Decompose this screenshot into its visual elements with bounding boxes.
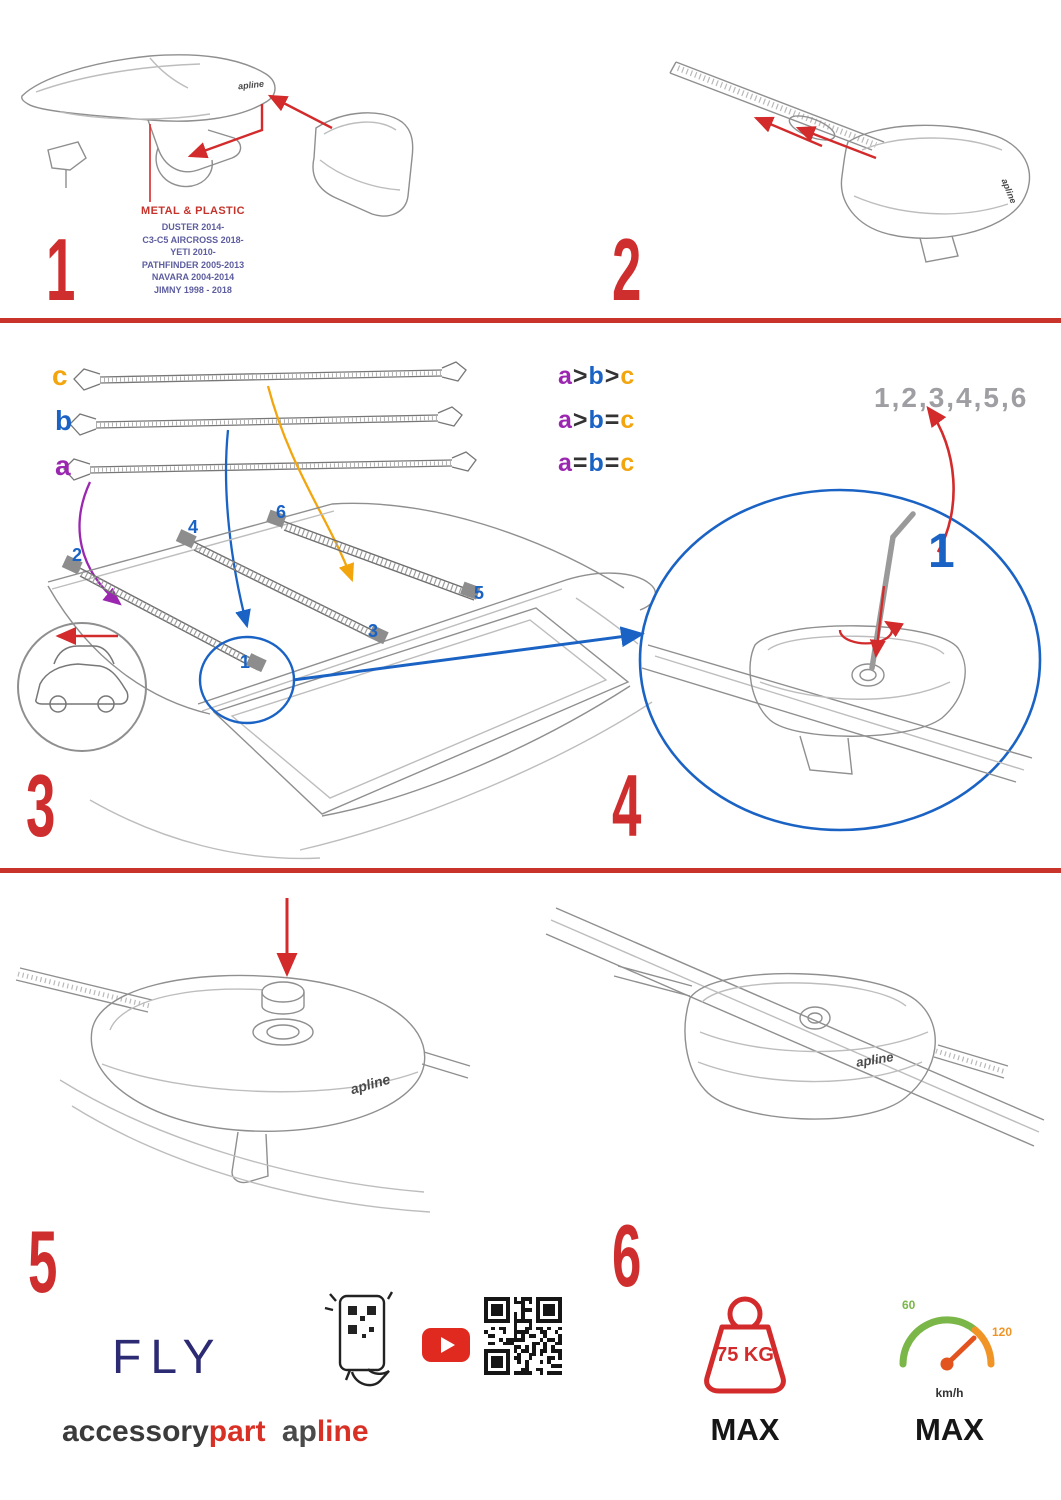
speed-unit: km/h <box>935 1386 964 1400</box>
legend-b: b <box>588 362 605 390</box>
legend-a: a <box>558 362 573 390</box>
highlight-circle <box>198 635 296 725</box>
speed-high-label: 120 <box>992 1325 1013 1339</box>
qr-modules <box>484 1297 562 1375</box>
legend-operator: = <box>604 406 621 434</box>
panel1-arrows <box>149 94 333 202</box>
legend-c: c <box>620 362 636 390</box>
panel3-panel4-drawing <box>17 361 1042 860</box>
brand-ap: ap <box>281 1415 317 1448</box>
max-speed-icon <box>899 1316 995 1371</box>
step-number-3: 3 <box>26 756 55 855</box>
car-direction-inset <box>17 622 147 752</box>
qr-code <box>484 1297 562 1375</box>
section-divider <box>0 868 1061 873</box>
step-number-6: 6 <box>612 1206 641 1305</box>
model-list: DUSTER 2014- C3-C5 AIRCROSS 2018- YETI 2… <box>88 221 298 296</box>
guide-curves <box>78 385 355 629</box>
model-item: PATHFINDER 2005-2013 <box>141 259 245 270</box>
step-number-5: 5 <box>28 1212 57 1311</box>
step-number-4: 4 <box>612 756 641 855</box>
brand-wordmark: accessorypart apline <box>62 1415 369 1449</box>
youtube-icon <box>422 1328 470 1362</box>
legend-operator: > <box>572 362 589 390</box>
model-item: JIMNY 1998 - 2018 <box>154 284 232 295</box>
max-load-label: MAX <box>710 1412 780 1447</box>
position-2: 2 <box>72 545 83 565</box>
legend-b: b <box>588 406 605 434</box>
legend-row-2: a>b=c <box>558 406 635 435</box>
mounted-bars-art <box>61 509 481 673</box>
product-name: FLY <box>112 1331 224 1384</box>
panel1-panel2-drawing <box>21 54 1031 263</box>
panel5-panel6-drawing <box>15 898 1045 1213</box>
legend-row-1: a>b>c <box>558 362 635 391</box>
legend-c: c <box>620 449 636 477</box>
position-1: 1 <box>240 652 251 672</box>
crossbar-end-art <box>669 61 1031 263</box>
legend-c: c <box>620 406 636 434</box>
position-6: 6 <box>276 502 287 522</box>
panel2-arrows <box>753 116 877 160</box>
brand-part: part <box>208 1415 266 1448</box>
position-4: 4 <box>188 517 199 537</box>
max-load-value: 75 KG <box>716 1344 774 1366</box>
foot-cap-art <box>15 967 471 1213</box>
legend-b: b <box>588 449 605 477</box>
sequence-callout-1: 1 <box>928 525 955 578</box>
mounted-foot-art <box>545 907 1045 1147</box>
bar-label-a: a <box>55 450 71 481</box>
max-speed-label: MAX <box>915 1412 984 1447</box>
scan-phone-icon <box>324 1291 394 1387</box>
legend-operator: > <box>572 406 589 434</box>
legend-a: a <box>558 449 573 477</box>
loose-bars-art <box>63 361 477 481</box>
qr-finder <box>484 1297 510 1323</box>
model-item: DUSTER 2014- <box>161 222 225 232</box>
position-5: 5 <box>474 583 485 603</box>
position-3: 3 <box>368 621 379 641</box>
speed-low-label: 60 <box>902 1298 916 1312</box>
legend-operator: > <box>604 362 621 390</box>
bar-label-c: c <box>52 360 68 391</box>
legend-operator: = <box>572 449 589 477</box>
legend-row-3: a=b=c <box>558 449 635 478</box>
brand-accessory: accessory <box>62 1415 209 1448</box>
legend-a: a <box>558 406 573 434</box>
legend-operator: = <box>604 449 621 477</box>
step-number-1: 1 <box>46 220 75 319</box>
model-item: C3-C5 AIRCROSS 2018- <box>142 234 244 245</box>
car-roof-art <box>47 502 657 860</box>
tighten-sequence: 1,2,3,4,5,6 <box>874 382 1029 413</box>
model-item: YETI 2010- <box>170 247 216 257</box>
qr-finder <box>484 1349 510 1375</box>
detail-pointer-arrow <box>292 626 645 682</box>
max-load-icon <box>704 1296 786 1394</box>
brand-line: line <box>316 1415 369 1448</box>
foot-exploded-art <box>21 54 414 217</box>
bar-label-b: b <box>55 405 73 436</box>
foot-detail-art <box>638 405 1042 832</box>
step-number-2: 2 <box>612 220 641 319</box>
material-note: METAL & PLASTIC <box>141 205 245 217</box>
section-divider <box>0 318 1061 323</box>
model-item: NAVARA 2004-2014 <box>151 272 235 282</box>
qr-finder <box>536 1297 562 1323</box>
sequence-arrow <box>926 405 955 553</box>
